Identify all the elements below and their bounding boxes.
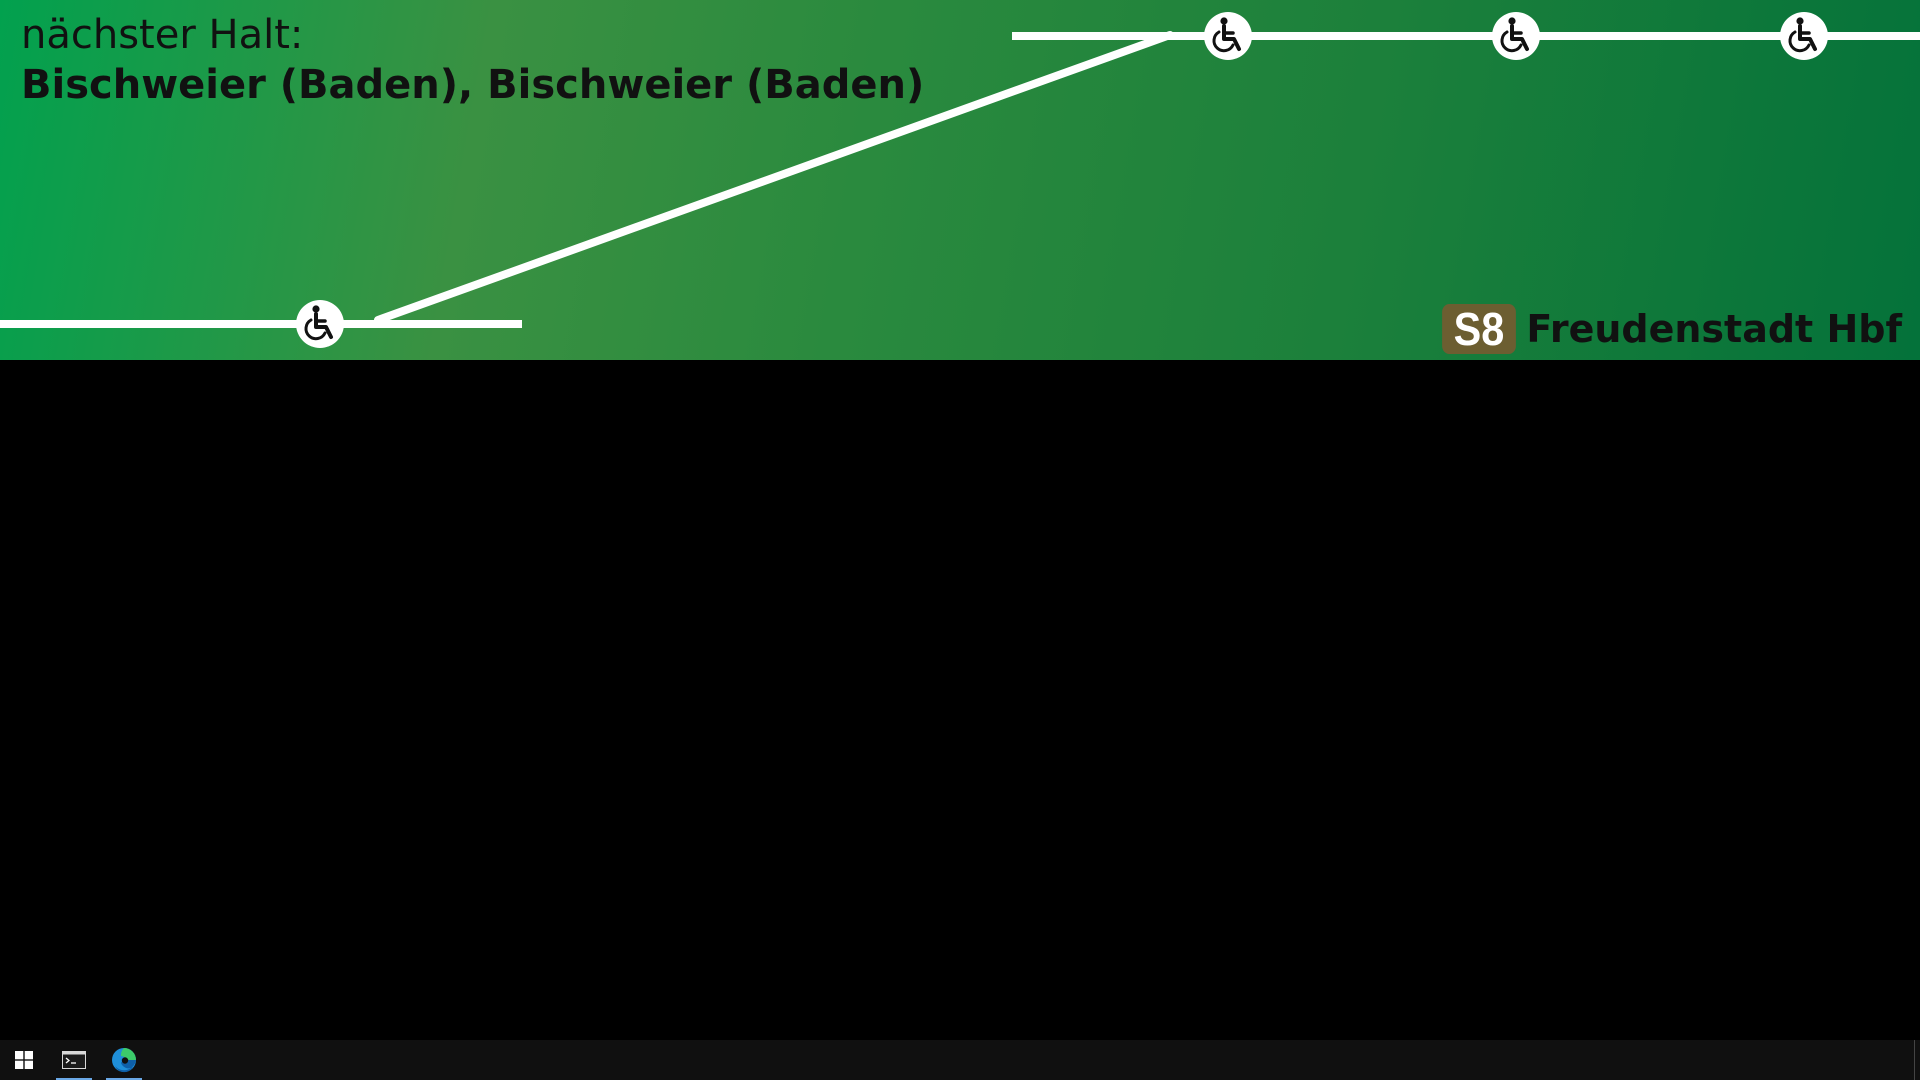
wheelchair-accessible-icon — [1778, 10, 1830, 62]
route-diagram — [0, 10, 1920, 350]
next-stop-name: Bischweier (Baden), Bischweier (Baden) — [21, 62, 925, 108]
windows-logo-icon — [15, 1051, 33, 1069]
wheelchair-accessible-icon — [1490, 10, 1542, 62]
route-line-connector — [374, 31, 1174, 324]
terminal-icon — [62, 1051, 86, 1069]
taskbar — [0, 1040, 1920, 1080]
destination-panel: S8 Freudenstadt Hbf — [1438, 304, 1902, 354]
show-desktop-button[interactable] — [1914, 1040, 1920, 1080]
start-button[interactable] — [0, 1040, 48, 1080]
line-badge: S8 — [1442, 304, 1517, 354]
destination-name: Freudenstadt Hbf — [1526, 307, 1902, 351]
next-stop-label: nächster Halt: — [21, 12, 304, 58]
wheelchair-accessible-icon — [1202, 10, 1254, 62]
taskbar-edge-browser-app[interactable] — [100, 1040, 148, 1080]
wheelchair-accessible-icon — [294, 298, 346, 350]
passenger-info-display: nächster Halt: Bischweier (Baden), Bisch… — [0, 0, 1920, 360]
edge-browser-icon — [112, 1048, 136, 1073]
taskbar-terminal-app[interactable] — [50, 1040, 98, 1080]
